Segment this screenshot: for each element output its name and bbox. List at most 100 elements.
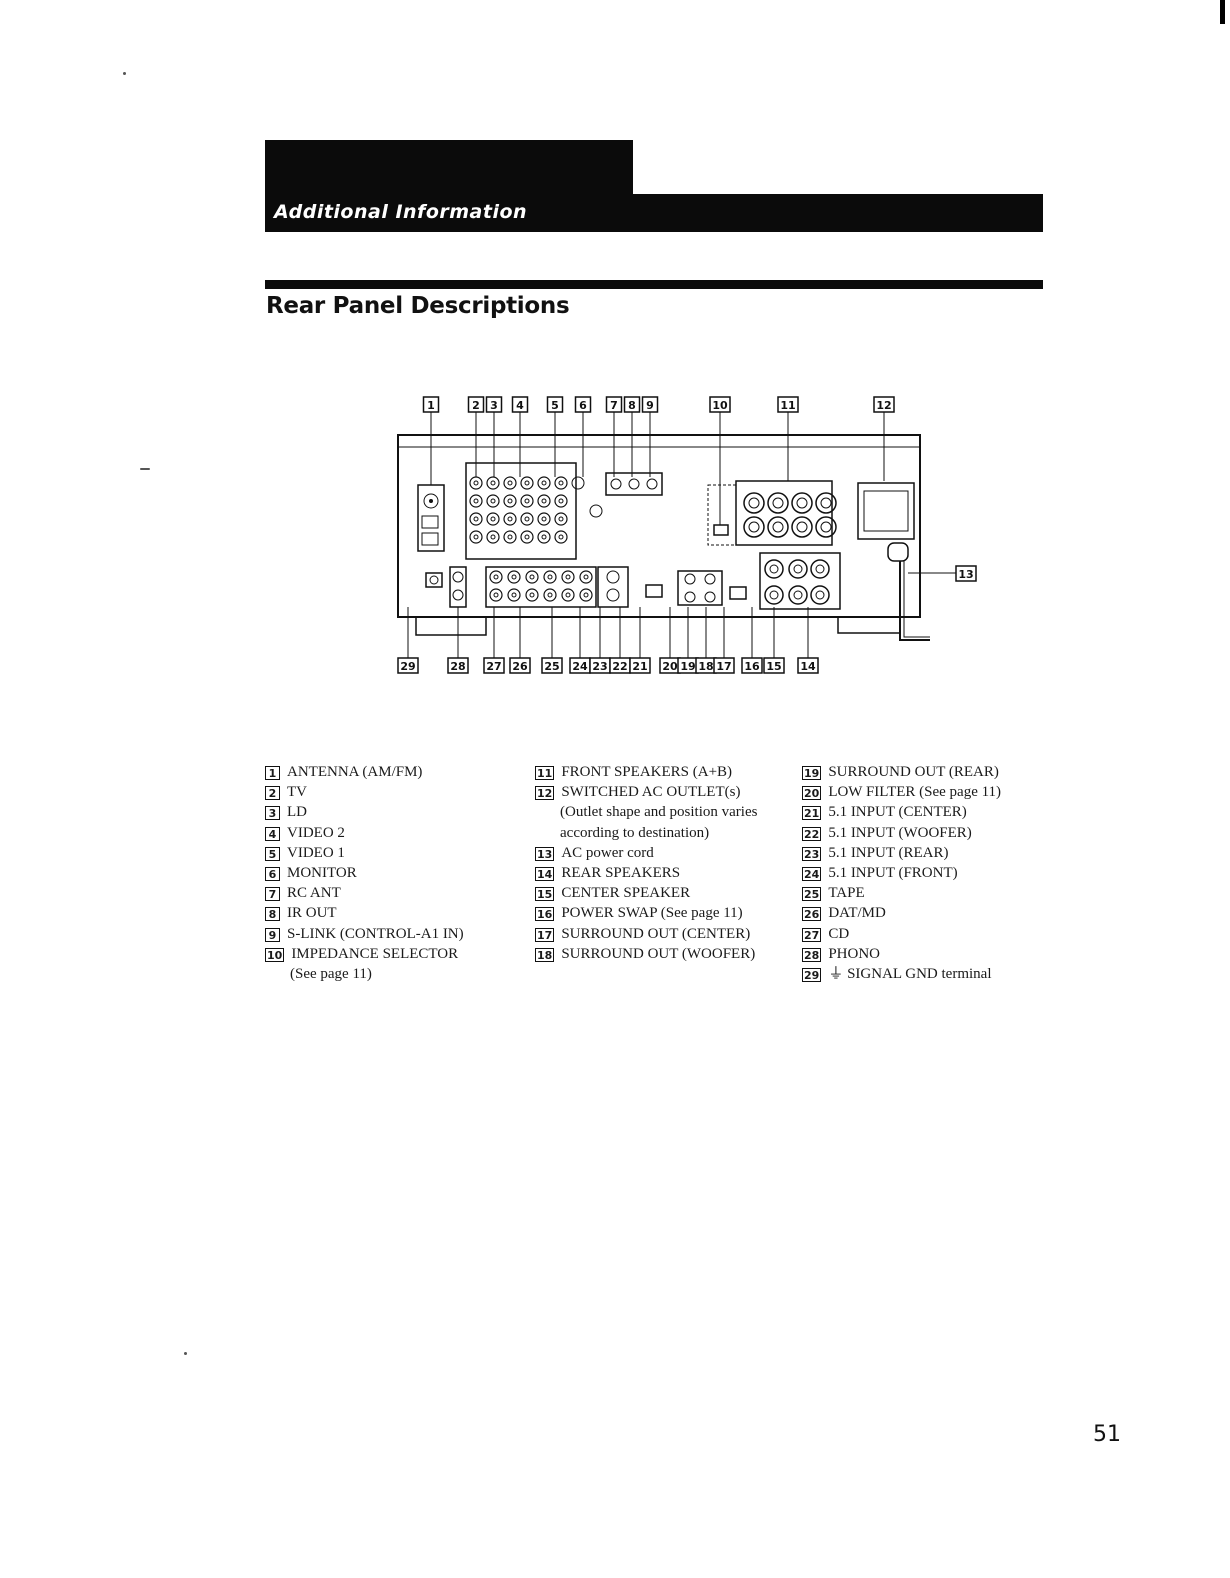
legend-number-box: 15 <box>535 887 555 902</box>
callout-top-4: 4 <box>511 396 529 413</box>
legend-text: SWITCHED AC OUTLET(s) <box>561 784 741 801</box>
callout-top-3: 3 <box>485 396 503 413</box>
callout-bottom-14: 14 <box>797 657 819 674</box>
legend-item-13: 13 AC power cord <box>535 843 757 863</box>
corner-registration-mark <box>1220 0 1225 24</box>
svg-text:15: 15 <box>766 660 781 673</box>
legend-item-22: 22 5.1 INPUT (WOOFER) <box>802 823 1001 843</box>
svg-text:11: 11 <box>780 399 795 412</box>
legend-text: IMPEDANCE SELECTOR <box>291 945 459 962</box>
callout-top-6: 6 <box>574 396 592 413</box>
callout-bottom-21: 21 <box>629 657 651 674</box>
legend-text: REAR SPEAKERS <box>561 865 681 882</box>
callout-top-5: 5 <box>546 396 564 413</box>
legend-subtext: (Outlet shape and position varies <box>560 804 758 821</box>
legend-number-box: 8 <box>265 907 280 922</box>
legend-number-box: 18 <box>535 947 555 962</box>
legend-item-16: 16 POWER SWAP (See page 11) <box>535 903 757 923</box>
callout-bottom-28: 28 <box>447 657 469 674</box>
svg-text:26: 26 <box>512 660 528 673</box>
legend-text: IR OUT <box>287 905 337 922</box>
legend-number-box: 27 <box>802 927 822 942</box>
title-rule <box>265 280 1043 289</box>
legend-number-box: 19 <box>802 766 822 780</box>
legend-text: SURROUND OUT (CENTER) <box>561 925 751 942</box>
legend-number-box: 1 <box>265 766 280 780</box>
signal-gnd-terminal <box>425 572 443 588</box>
legend-number-box: 16 <box>535 907 555 922</box>
legend-text: POWER SWAP (See page 11) <box>561 905 743 922</box>
svg-text:24: 24 <box>572 660 588 673</box>
impedance-selector <box>707 484 737 546</box>
legend-text: TAPE <box>828 885 865 902</box>
foot-right <box>837 616 901 634</box>
svg-text:4: 4 <box>516 399 524 412</box>
phono-jacks <box>449 566 467 608</box>
header-bar <box>265 194 1043 232</box>
svg-text:6: 6 <box>579 399 587 412</box>
svg-text:16: 16 <box>744 660 760 673</box>
legend-subtext: according to destination) <box>560 824 710 841</box>
svg-text:9: 9 <box>646 399 654 412</box>
callout-bottom-24: 24 <box>569 657 591 674</box>
legend-text: ⏚ SIGNAL GND terminal <box>828 966 992 983</box>
legend-text: AC power cord <box>561 844 654 861</box>
legend-text: 5.1 INPUT (WOOFER) <box>828 824 972 841</box>
legend-text: VIDEO 2 <box>287 824 345 841</box>
legend-number-box: 13 <box>535 846 555 861</box>
svg-text:7: 7 <box>610 399 618 412</box>
callout-bottom-27: 27 <box>483 657 505 674</box>
legend-number-box: 7 <box>265 887 280 902</box>
svg-text:3: 3 <box>490 399 498 412</box>
legend-text: DAT/MD <box>828 905 886 922</box>
legend-text: 5.1 INPUT (CENTER) <box>828 804 967 821</box>
svg-text:29: 29 <box>400 660 415 673</box>
legend-number-box: 20 <box>802 786 822 801</box>
callout-top-9: 9 <box>641 396 659 413</box>
legend-number-box: 22 <box>802 826 822 841</box>
legend-text: LD <box>287 804 307 821</box>
legend-number-box: 21 <box>802 806 822 821</box>
legend-text: PHONO <box>828 945 880 962</box>
svg-text:8: 8 <box>628 399 636 412</box>
legend-text: CD <box>828 925 850 942</box>
legend-number-box: 24 <box>802 867 822 882</box>
legend-number-box: 29 <box>802 968 822 983</box>
legend-item-21: 21 5.1 INPUT (CENTER) <box>802 802 1001 822</box>
svg-text:13: 13 <box>958 568 973 581</box>
legend-text: VIDEO 1 <box>287 844 345 861</box>
callout-top-10: 10 <box>709 396 731 413</box>
legend-text: SURROUND OUT (REAR) <box>828 764 999 780</box>
low-filter-switch <box>645 584 663 598</box>
rear-center-speaker-terminals <box>759 552 841 610</box>
legend-text: LOW FILTER (See page 11) <box>828 784 1002 801</box>
svg-text:28: 28 <box>450 660 465 673</box>
scan-speck <box>184 1352 187 1355</box>
svg-text:17: 17 <box>716 660 731 673</box>
legend-item-10: 10 IMPEDANCE SELECTOR <box>265 944 464 964</box>
legend-number-box: 6 <box>265 867 280 882</box>
legend-item-20: 20 LOW FILTER (See page 11) <box>802 782 1001 802</box>
legend-text: 5.1 INPUT (REAR) <box>828 844 949 861</box>
legend-number-box: 12 <box>535 786 555 801</box>
callout-top-8: 8 <box>623 396 641 413</box>
legend-number-box: 25 <box>802 887 822 902</box>
svg-text:25: 25 <box>544 660 559 673</box>
antenna-terminal <box>417 484 445 552</box>
svg-text:14: 14 <box>800 660 816 673</box>
legend-number-box: 10 <box>265 947 285 962</box>
